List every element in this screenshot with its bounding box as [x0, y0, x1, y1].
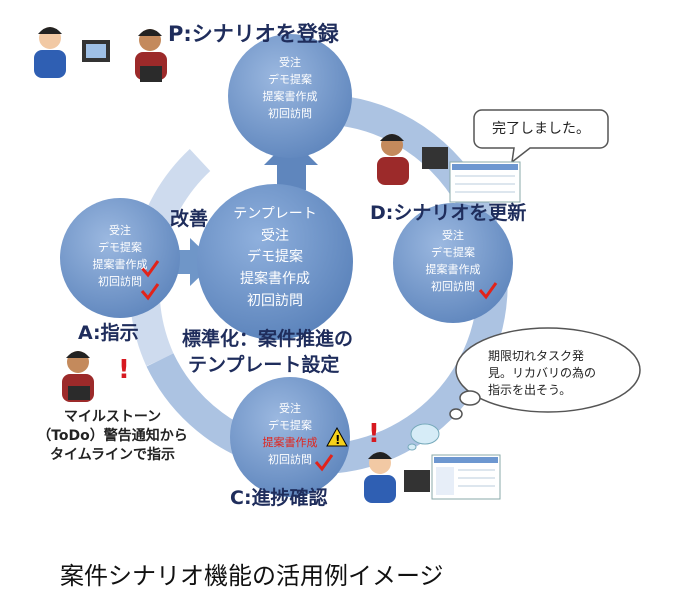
arrow-up	[264, 138, 318, 190]
check-a-2	[140, 283, 160, 301]
list-item: 受注	[279, 402, 301, 415]
thought-text: 期限切れタスク発 見。リカバリの為の 指示を出そう。	[488, 348, 608, 398]
list-item: デモ提案	[247, 249, 303, 266]
milestone-line1: マイルストーン	[63, 409, 162, 425]
list-item: 受注	[109, 224, 131, 237]
milestone-text: マイルストーン （ToDo）警告通知から タイムラインで指示	[20, 408, 205, 465]
circle-p-steps: 受注 デモ提案 提案書作成 初回訪問	[240, 54, 340, 122]
list-item: 提案書作成	[262, 90, 318, 104]
list-item: デモ提案	[268, 419, 312, 433]
title-c: C:進捗確認	[230, 487, 328, 509]
list-item: 提案書作成	[92, 258, 148, 272]
person-top-left-2-icon	[135, 29, 167, 82]
circle-a	[60, 198, 180, 318]
milestone-line3: タイムラインで指示	[49, 446, 176, 463]
person-milestone-icon	[62, 351, 94, 402]
list-item: 受注	[442, 229, 464, 242]
list-item: 初回訪問	[268, 107, 312, 121]
list-item: 初回訪問	[268, 453, 312, 467]
list-item: 初回訪問	[431, 280, 475, 294]
thought-line2: 見。リカバリの為の	[488, 365, 597, 380]
thought-line1: 期限切れタスク発	[488, 349, 585, 363]
title-d: D:シナリオを更新	[370, 202, 527, 224]
list-item: 受注	[279, 56, 301, 69]
title-a: A:指示	[78, 322, 139, 344]
speech-done-text: 完了しました。	[492, 121, 590, 137]
screenshot-d-icon	[449, 161, 521, 203]
list-item: デモ提案	[431, 246, 475, 260]
standard-line2: テンプレート設定	[188, 354, 340, 376]
circle-p	[228, 34, 352, 158]
check-c	[314, 454, 334, 472]
alert-mark-left: !	[118, 355, 130, 385]
person-c-icon	[364, 452, 430, 503]
circle-d-steps: 受注 デモ提案 提案書作成 初回訪問	[403, 227, 503, 295]
list-item: 提案書作成	[425, 263, 481, 277]
thought-cloud	[449, 327, 641, 420]
svg-text:!: !	[335, 433, 340, 447]
list-item: デモ提案	[98, 241, 142, 255]
standard-line1: 標準化：案件推進の	[182, 328, 354, 350]
milestone-line2: （ToDo）警告通知から	[37, 427, 188, 444]
circle-center	[197, 184, 353, 340]
list-item: 受注	[261, 227, 289, 244]
check-d	[478, 282, 498, 300]
circle-center-steps: テンプレート 受注 デモ提案 提案書作成 初回訪問	[210, 204, 340, 312]
list-item: 初回訪問	[247, 292, 303, 309]
list-item: 提案書作成	[240, 271, 310, 288]
circle-a-steps: 受注 デモ提案 提案書作成 初回訪問	[70, 222, 170, 290]
list-item: 提案書作成	[262, 436, 318, 450]
person-d-icon	[377, 134, 448, 185]
check-a-1	[140, 260, 160, 278]
title-p: P:シナリオを登録	[168, 22, 339, 46]
list-item: 初回訪問	[98, 275, 142, 289]
chat-bubble-icon	[407, 423, 440, 451]
list-item: テンプレート	[233, 206, 317, 222]
warning-icon	[326, 426, 348, 447]
figure-caption: 案件シナリオ機能の活用例イメージ	[60, 562, 444, 590]
circle-c-steps: 受注 デモ提案 提案書作成 初回訪問	[240, 400, 340, 468]
screenshot-c-icon	[431, 454, 501, 500]
speech-bubble-done	[473, 109, 609, 164]
kaizen-label: 改善	[170, 208, 209, 230]
thought-line3: 指示を出そう。	[488, 382, 572, 397]
person-top-left-1-icon	[34, 27, 110, 78]
list-item: デモ提案	[268, 73, 312, 87]
alert-mark-c: !	[368, 419, 380, 449]
